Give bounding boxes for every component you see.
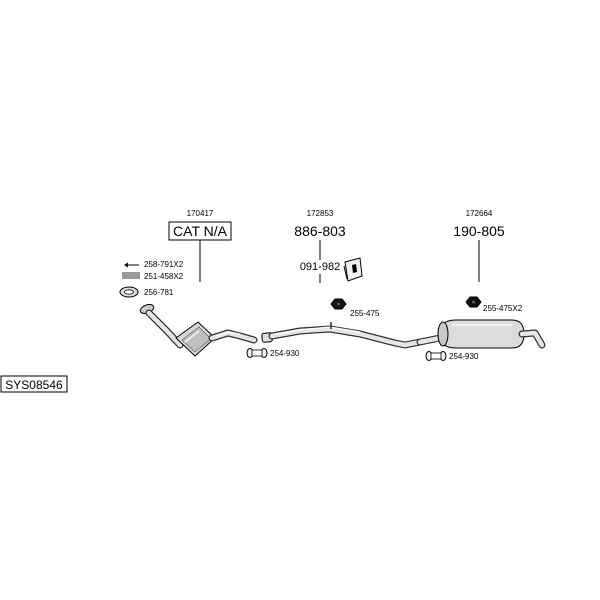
spring-part-number: 251-458X2 (144, 272, 184, 281)
middle-nut-part-number: 255-475 (350, 309, 380, 318)
cat-label: CAT N/A (173, 223, 228, 239)
hanger-bracket-icon (343, 257, 363, 282)
front-clamp-part-number: 254-930 (270, 349, 300, 358)
bolt-part-number: 258-791X2 (144, 260, 184, 269)
spring-icon (122, 272, 140, 279)
rear-clamp-part-number: 254-930 (449, 352, 479, 361)
ref-number-middle: 172853 (307, 209, 334, 218)
system-code: SYS08546 (5, 378, 63, 392)
rear-nut-icon (465, 296, 482, 308)
middle-label: 886-803 (294, 223, 346, 239)
gasket-part-number: 256-781 (144, 288, 174, 297)
front-clamp-icon (246, 348, 268, 358)
gasket-icon (119, 286, 139, 298)
ref-number-rear: 172664 (466, 209, 493, 218)
rear-clamp-icon (425, 351, 447, 361)
rear-nut-part-number: 255-475X2 (483, 304, 523, 313)
hanger-part-number: 091-982 (300, 261, 340, 273)
middle-pipe (261, 322, 424, 349)
system-code-box (0, 375, 68, 393)
rear-label: 190-805 (453, 223, 505, 239)
middle-nut-icon (330, 298, 347, 310)
bolt-icon (124, 262, 139, 268)
rear-silencer (416, 319, 546, 349)
ref-number-catalyst: 170417 (187, 209, 214, 218)
catalytic-converter (139, 304, 258, 357)
